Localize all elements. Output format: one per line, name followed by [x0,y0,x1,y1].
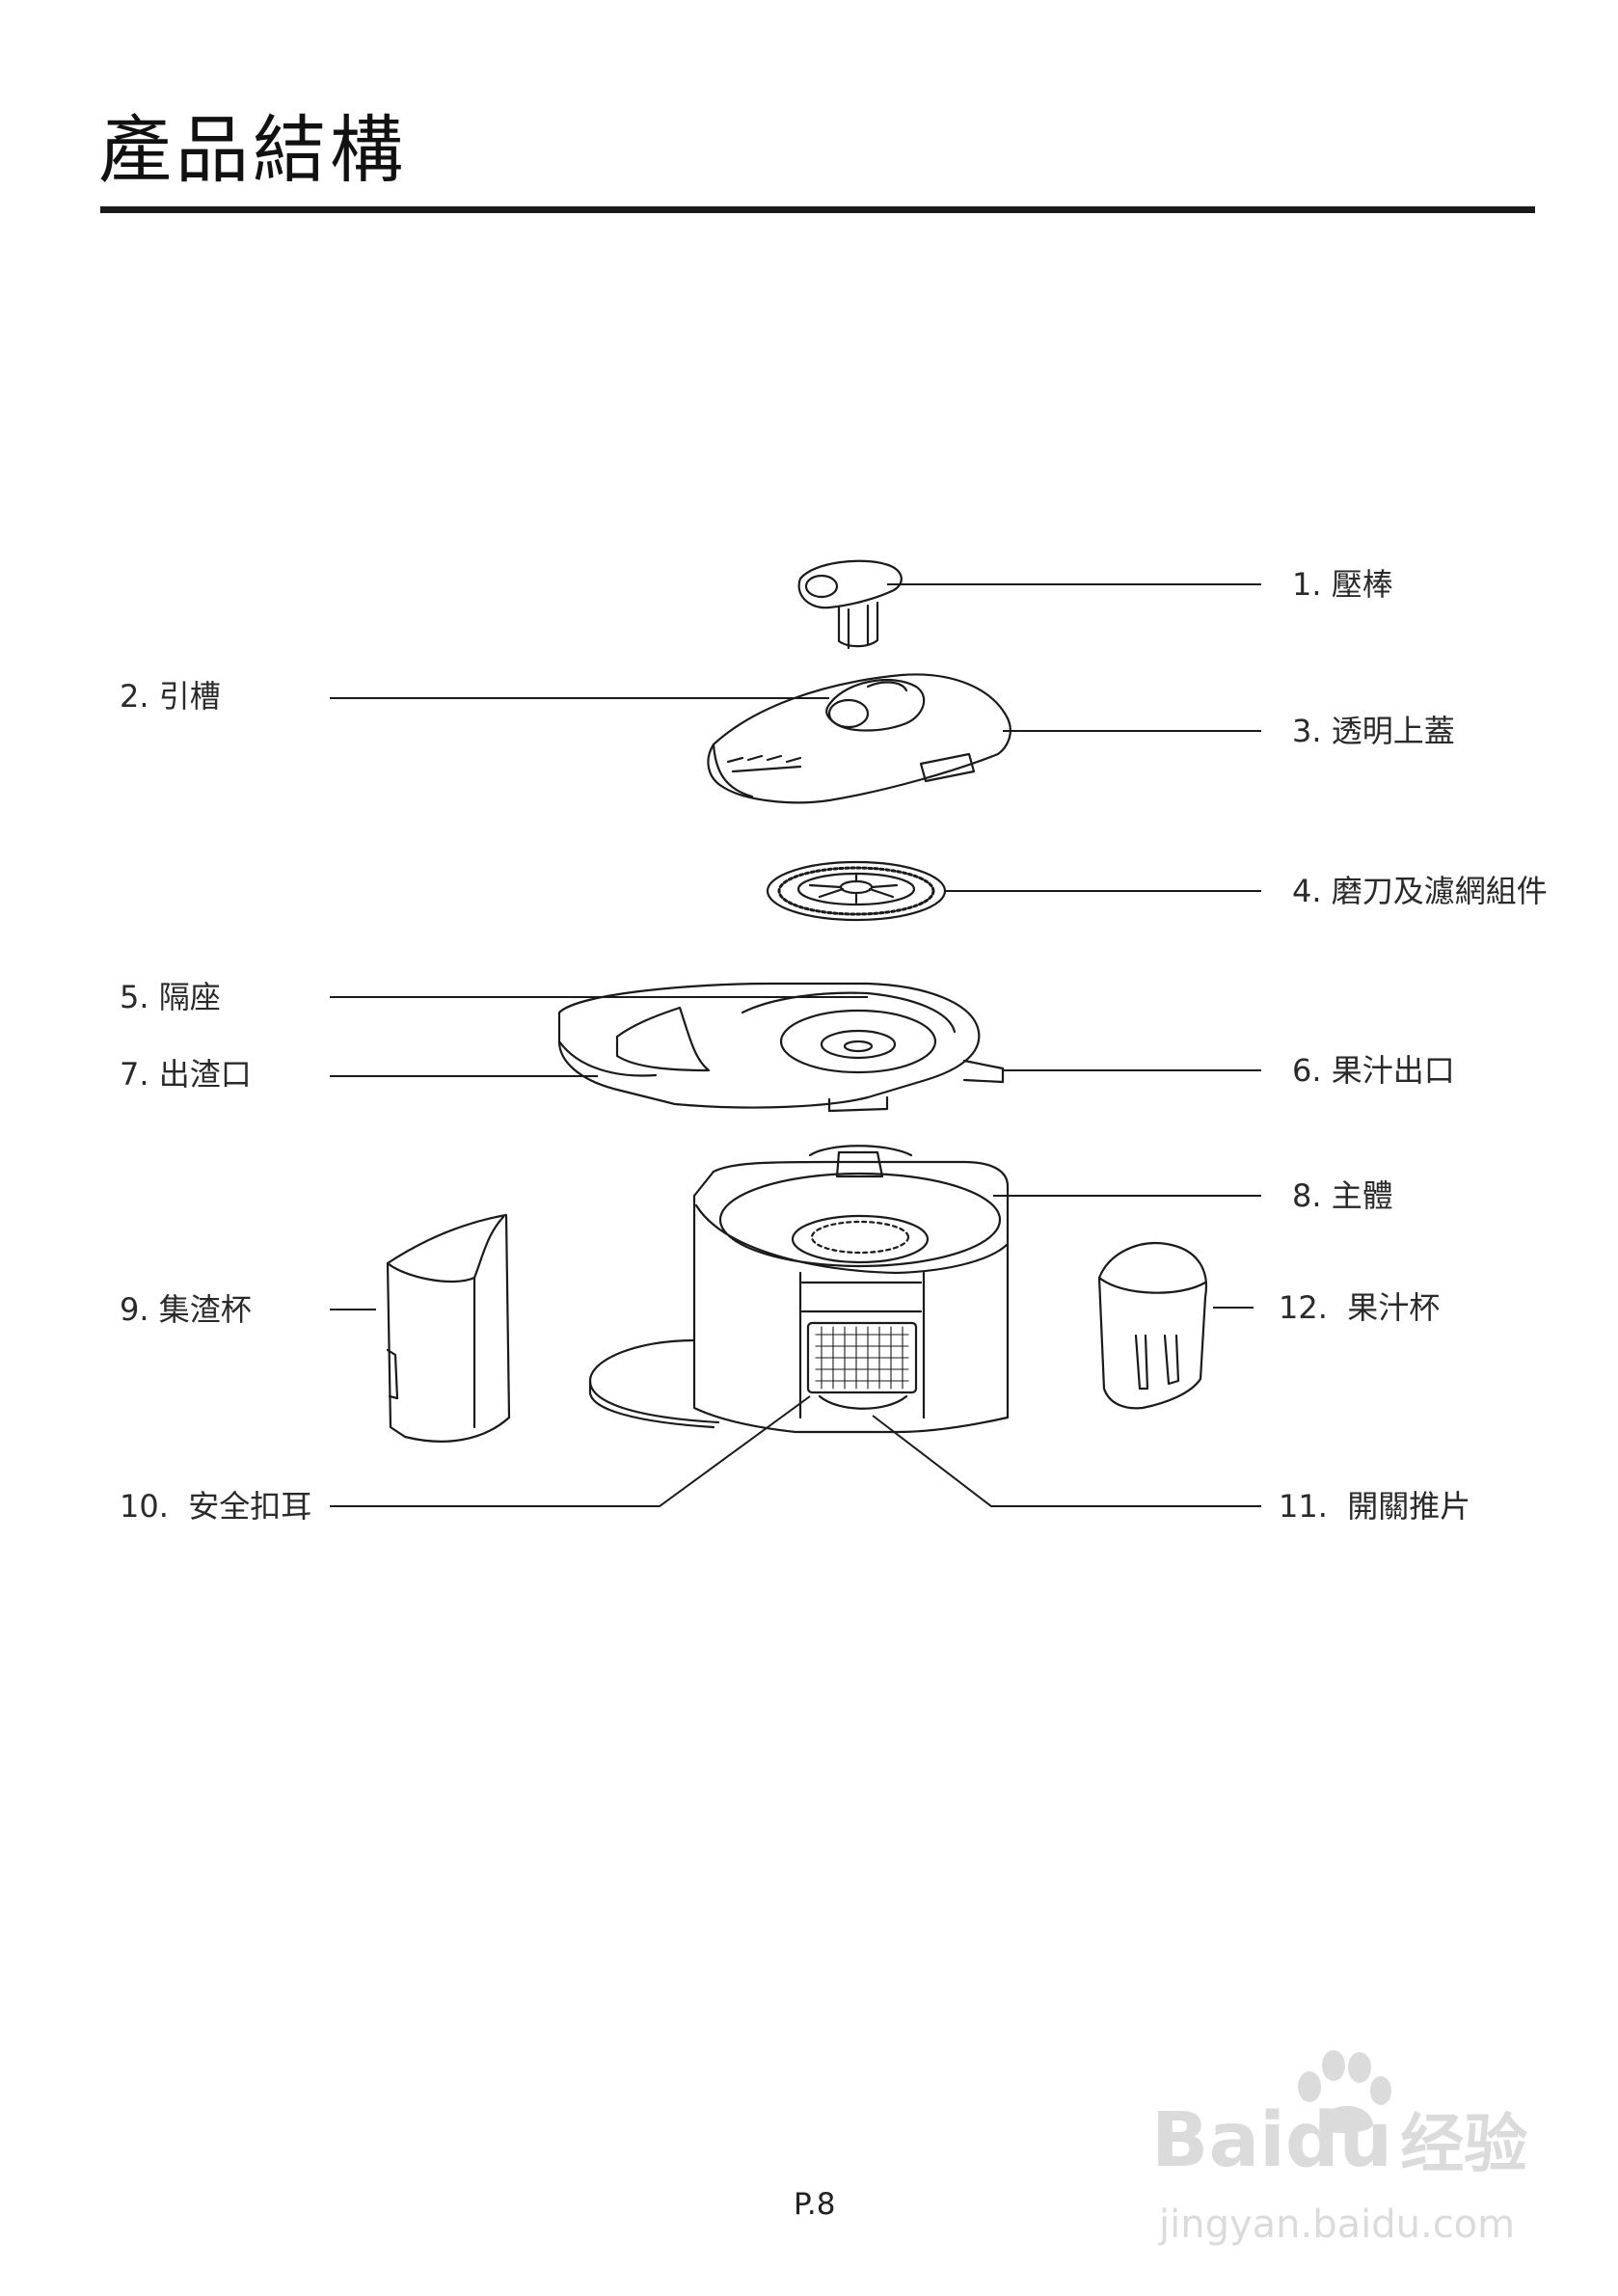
part-name: 安全扣耳 [188,1488,312,1525]
leader-line-11 [872,1415,1261,1507]
part-name: 主體 [1331,1177,1393,1214]
part-name: 引槽 [158,678,221,715]
part-number: 7. [120,1056,149,1093]
part-label-8: 8. 主體 [1292,1180,1393,1211]
part-label-12: 12. 果汁杯 [1279,1292,1440,1323]
part-name: 集渣杯 [158,1291,252,1328]
paw-icon [1298,2050,1391,2134]
part-name: 磨刀及濾網組件 [1331,873,1548,909]
juice-cup-part [1097,1241,1208,1410]
part-label-2: 2. 引槽 [120,681,221,712]
part-name: 果汁杯 [1347,1289,1441,1326]
part-label-6: 6. 果汁出口 [1292,1055,1455,1086]
lid-part [707,673,1011,804]
part-number: 4. [1292,873,1322,909]
separator-part [557,982,1005,1113]
part-number: 6. [1292,1052,1322,1089]
part-number: 3. [1292,713,1322,749]
part-label-9: 9. 集渣杯 [120,1294,252,1325]
part-label-5: 5. 隔座 [120,982,221,1013]
part-number: 2. [120,678,149,715]
part-name: 壓棒 [1331,566,1393,603]
part-name: 透明上蓋 [1331,713,1455,749]
pusher-part [797,559,903,650]
part-number: 5. [120,979,149,1015]
part-label-4: 4. 磨刀及濾網組件 [1292,876,1548,906]
part-label-11: 11. 開關推片 [1279,1491,1470,1522]
part-name: 開關推片 [1347,1488,1471,1525]
part-label-1: 1. 壓棒 [1292,569,1393,600]
watermark-logo-latin: Baidu [1151,2097,1393,2184]
part-number: 1. [1292,566,1322,603]
part-number: 8. [1292,1177,1322,1214]
part-number: 12. [1279,1289,1328,1326]
main-body-part [588,1145,1010,1434]
part-number: 10. [120,1488,169,1525]
leader-line-10 [330,1395,811,1507]
page-title: 產品結構 [98,107,407,193]
title-divider [100,206,1535,213]
part-name: 出渣口 [158,1056,252,1093]
watermark-logo-cn: 经验 [1400,2107,1528,2181]
page-number: P.8 [794,2187,836,2222]
part-name: 果汁出口 [1331,1052,1455,1089]
pulp-cup-part [386,1213,511,1443]
part-label-10: 10. 安全扣耳 [120,1491,311,1522]
part-number: 11. [1279,1488,1328,1525]
part-number: 9. [120,1291,149,1328]
part-name: 隔座 [158,979,221,1015]
part-label-7: 7. 出渣口 [120,1059,252,1090]
part-label-3: 3. 透明上蓋 [1292,716,1455,746]
blade-filter-part [766,860,947,922]
watermark-url: jingyan.baidu.com [1159,2202,1516,2247]
